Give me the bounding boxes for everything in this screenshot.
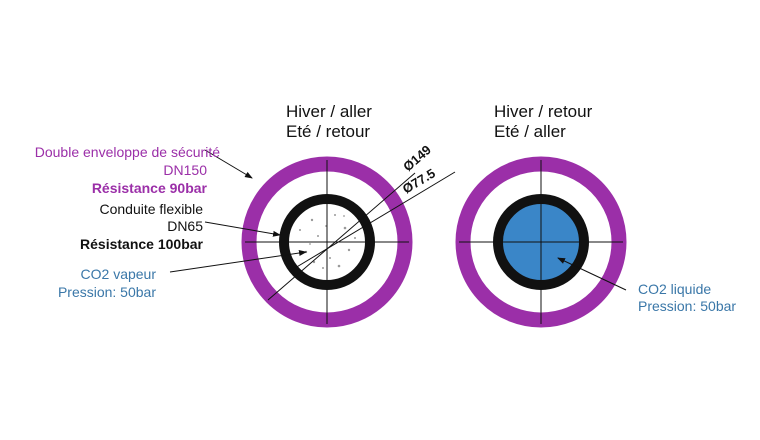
vapor-label-line2: Pression: 50bar — [58, 284, 156, 300]
conduit-label-line3: Résistance 100bar — [80, 236, 204, 252]
left-title-line2: Eté / retour — [286, 122, 370, 141]
conduit-leader — [204, 221, 281, 237]
left-title-line1: Hiver / aller — [286, 102, 372, 121]
liquid-leader — [557, 257, 627, 291]
left-dim-line-inner — [294, 171, 456, 269]
envelope-label: Double enveloppe de sécurité DN150 Résis… — [35, 144, 220, 196]
right-pipe: Hiver / retour Eté / aller — [455, 102, 627, 328]
conduit-label-line2: DN65 — [167, 218, 203, 234]
liquid-label: CO2 liquide Pression: 50bar — [638, 281, 736, 314]
vapor-label: CO2 vapeur Pression: 50bar — [58, 266, 156, 300]
conduit-label: Conduite flexible DN65 Résistance 100bar — [80, 201, 204, 252]
envelope-leader — [204, 149, 253, 179]
left-pipe: Ø149 Ø77.5 Hiver / aller Eté / retour — [241, 102, 456, 328]
vapor-leader — [169, 250, 307, 273]
liquid-label-line2: Pression: 50bar — [638, 298, 736, 314]
envelope-label-line2: DN150 — [163, 162, 207, 178]
conduit-label-line1: Conduite flexible — [99, 201, 203, 217]
left-dim-line-outer — [267, 172, 416, 301]
leader-lines — [169, 149, 627, 291]
vapor-label-line1: CO2 vapeur — [81, 266, 157, 282]
envelope-label-line1: Double enveloppe de sécurité — [35, 144, 220, 160]
liquid-label-line1: CO2 liquide — [638, 281, 711, 297]
envelope-label-line3: Résistance 90bar — [92, 180, 208, 196]
right-title-line2: Eté / aller — [494, 122, 566, 141]
right-title-line1: Hiver / retour — [494, 102, 593, 121]
